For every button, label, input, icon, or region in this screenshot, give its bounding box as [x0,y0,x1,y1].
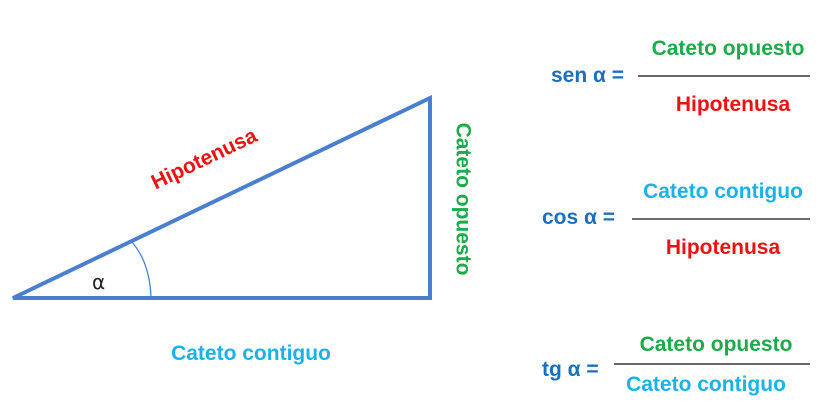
formula-sen-denominator: Hipotenusa [676,93,791,116]
formula-tg-numerator: Cateto opuesto [640,333,793,356]
formula-tg: tg α = Cateto opuesto Cateto contiguo [542,333,810,396]
hypotenuse-label: Hipotenusa [148,124,261,194]
right-triangle [12,94,432,300]
formula-cos-lhs: cos α = [542,206,615,229]
formula-sen: sen α = Cateto opuesto Hipotenusa [551,37,810,116]
formula-tg-lhs: tg α = [542,358,599,381]
formula-sen-numerator: Cateto opuesto [652,37,805,60]
adjacent-label: Cateto contiguo [171,342,331,365]
opposite-label: Cateto opuesto [452,123,475,276]
formula-tg-denominator: Cateto contiguo [626,373,786,396]
angle-label: α [92,270,105,294]
formula-sen-lhs: sen α = [551,64,624,87]
formula-cos: cos α = Cateto contiguo Hipotenusa [542,180,810,259]
formula-cos-denominator: Hipotenusa [666,236,781,259]
formula-cos-numerator: Cateto contiguo [643,180,803,203]
angle-arc [130,240,152,299]
